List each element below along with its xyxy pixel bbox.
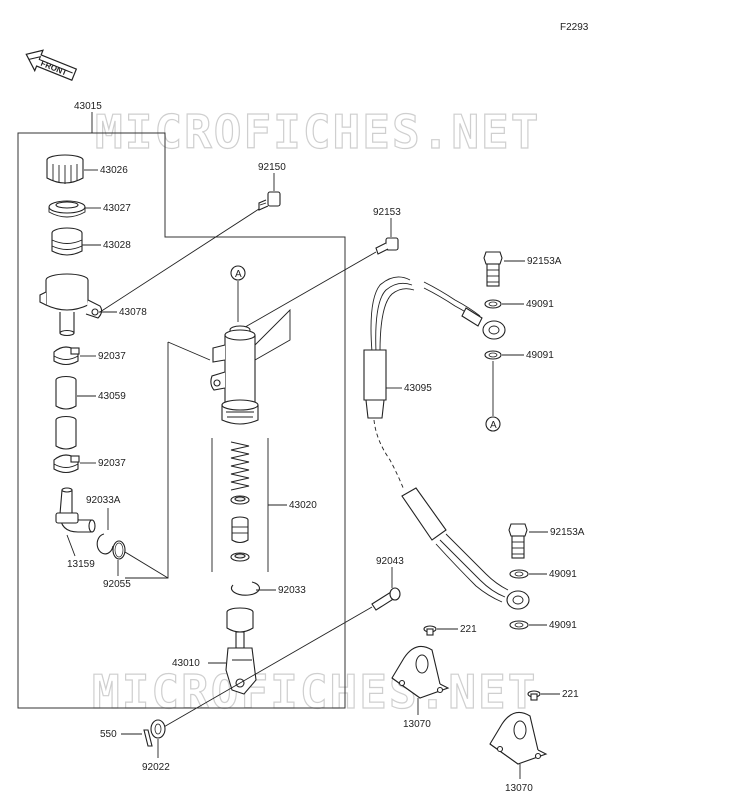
hose-guide-bottom: [489, 711, 548, 765]
spring: [230, 441, 250, 491]
cotter-pin: [143, 729, 153, 747]
watermark-top: MICROFICHES.NET: [95, 105, 540, 159]
label-49091-3: 49091: [549, 569, 577, 580]
label-43059: 43059: [98, 391, 126, 402]
assembly-frame: [17, 132, 346, 709]
front-arrow-icon: FRONT: [25, 49, 78, 82]
label-92153A-top: 92153A: [527, 256, 562, 267]
label-92037-bottom: 92037: [98, 458, 126, 469]
circlip-small: [96, 533, 114, 555]
label-92033A: 92033A: [86, 495, 121, 506]
label-13070-top: 13070: [403, 719, 431, 730]
callout-a-right: A: [485, 416, 501, 432]
hose-clamp-top: [53, 346, 80, 366]
label-92037-top: 92037: [98, 351, 126, 362]
brake-hose: [363, 276, 530, 610]
label-49091-1: 49091: [526, 299, 554, 310]
label-92150: 92150: [258, 162, 286, 173]
svg-text:A: A: [235, 269, 242, 280]
banjo-bolt-bottom: [508, 523, 528, 559]
label-43028: 43028: [103, 240, 131, 251]
washer-49091-2: [484, 350, 502, 360]
reservoir-cap: [46, 154, 84, 184]
label-49091-2: 49091: [526, 350, 554, 361]
label-43026: 43026: [100, 165, 128, 176]
label-221-bottom: 221: [562, 689, 579, 700]
label-221-top: 221: [460, 624, 477, 635]
callout-a-top: A: [230, 265, 246, 281]
bolt-92150: [258, 191, 281, 211]
reservoir-hose: [55, 375, 77, 450]
label-92043: 92043: [376, 556, 404, 567]
master-cylinder-body: [210, 325, 259, 425]
label-92055: 92055: [103, 579, 131, 590]
piston-cup-bottom: [230, 552, 250, 562]
push-rod: [225, 607, 257, 695]
hose-guide-top: [391, 645, 450, 699]
reservoir: [39, 273, 103, 337]
elbow-fitting: [55, 487, 96, 533]
label-92022: 92022: [142, 762, 170, 773]
figure-code: F2293: [560, 22, 589, 33]
washer-49091-3: [509, 569, 529, 579]
hose-clamp-bottom: [53, 454, 80, 474]
piston-cup-top: [230, 495, 250, 505]
screw-221-top: [423, 625, 437, 636]
label-43027: 43027: [103, 203, 131, 214]
washer-92022: [150, 719, 166, 739]
label-43015: 43015: [74, 101, 102, 112]
circlip-large: [230, 581, 261, 596]
piston-kit-bracket: [211, 438, 287, 572]
washer-49091-1: [484, 299, 502, 309]
label-13070-bottom: 13070: [505, 783, 533, 794]
label-43010: 43010: [172, 658, 200, 669]
bolt-92153: [375, 237, 399, 255]
diaphragm-plate: [48, 200, 86, 218]
label-550: 550: [100, 729, 117, 740]
svg-text:A: A: [490, 420, 497, 431]
banjo-bolt-top: [483, 251, 503, 287]
label-43078: 43078: [119, 307, 147, 318]
bracket-inner: [125, 342, 169, 579]
clevis-pin: [371, 587, 401, 611]
screw-221-bottom: [527, 690, 541, 701]
piston: [231, 516, 249, 544]
label-13159: 13159: [67, 559, 95, 570]
watermark-bottom: MICROFICHES.NET: [92, 665, 537, 719]
diaphragm: [51, 227, 83, 256]
label-92153: 92153: [373, 207, 401, 218]
label-92153A-bottom: 92153A: [550, 527, 585, 538]
label-49091-4: 49091: [549, 620, 577, 631]
label-43095: 43095: [404, 383, 432, 394]
label-92033: 92033: [278, 585, 306, 596]
o-ring: [112, 540, 126, 560]
bracket-inner-top: [167, 341, 211, 361]
washer-49091-4: [509, 620, 529, 630]
label-43020: 43020: [289, 500, 317, 511]
